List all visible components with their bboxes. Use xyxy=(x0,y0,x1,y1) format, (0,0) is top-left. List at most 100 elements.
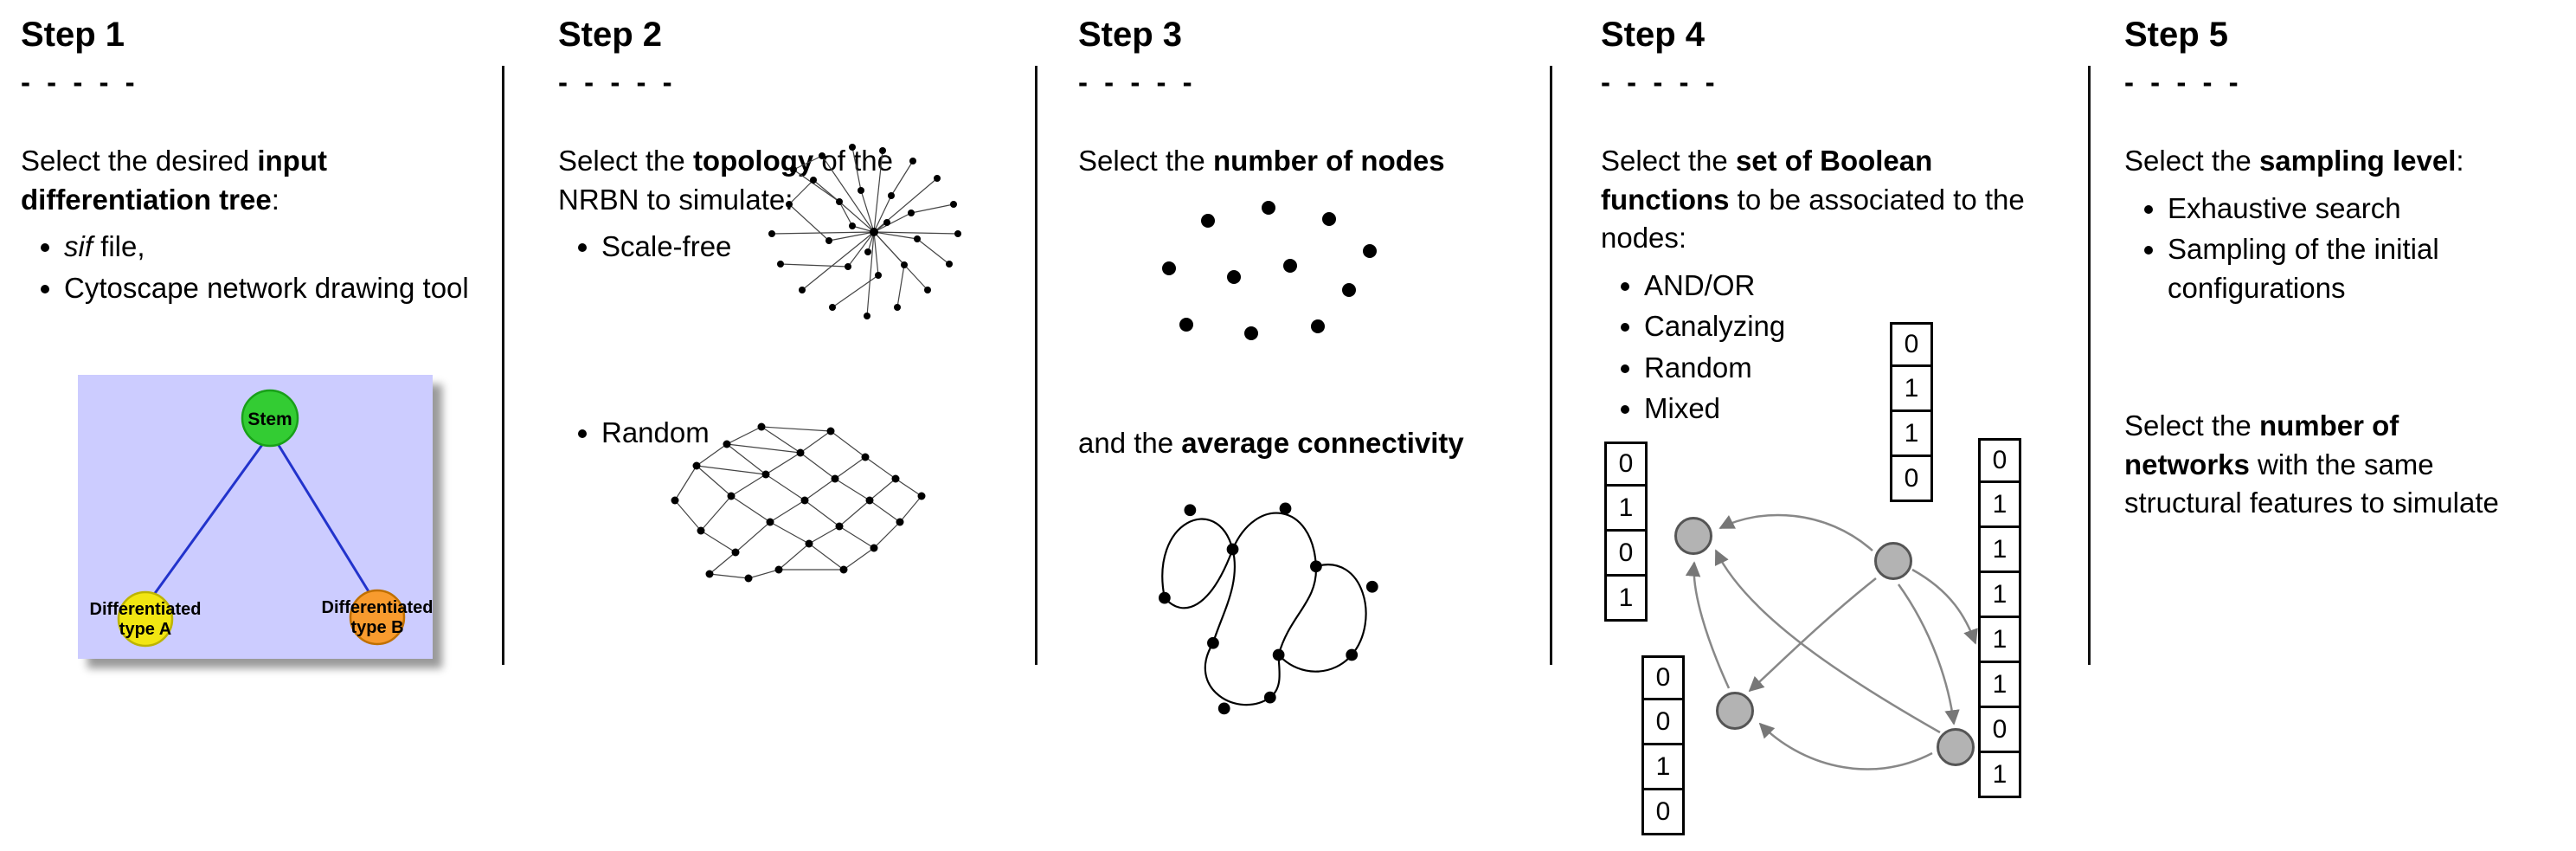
intro-text: Select the xyxy=(2124,409,2259,442)
column-divider xyxy=(1035,66,1037,665)
step4-title: Step 4 xyxy=(1601,16,1706,54)
truth-table-left: 0 1 0 1 xyxy=(1604,442,1648,622)
step1-title: Step 1 xyxy=(21,16,125,54)
list-item: Canalyzing xyxy=(1644,307,2072,346)
truth-table-top: 0 1 1 0 xyxy=(1890,322,1933,502)
intro-text: : xyxy=(271,183,279,216)
step2-title: Step 2 xyxy=(558,16,663,54)
boolean-node-2 xyxy=(1874,542,1912,580)
step2-dashes: - - - - - xyxy=(558,66,677,98)
intro-text: and the xyxy=(1078,426,1182,459)
list-item: Random xyxy=(1644,349,2072,388)
intro-text: of the NRBN to simulate: xyxy=(558,145,893,216)
truth-table-cell: 1 xyxy=(1978,753,2021,798)
truth-table-cell: 0 xyxy=(1890,457,1933,502)
type-b-label-line1: Differentiated xyxy=(322,598,433,617)
intro-bold-text: set of Boolean functions xyxy=(1601,145,1933,216)
bullet-text: file, xyxy=(93,230,145,263)
intro-text: Select the xyxy=(1078,145,1213,177)
step2-column: Step 2 - - - - - Select the topology of … xyxy=(558,16,1017,838)
step5-second-paragraph: Select the number of networks with the s… xyxy=(2124,407,2522,523)
truth-table-cell: 1 xyxy=(1890,412,1933,457)
type-a-label-line1: Differentiated xyxy=(90,600,202,619)
connectivity-graphic xyxy=(1158,502,1378,715)
truth-table-right: 0 1 1 1 1 1 0 1 xyxy=(1978,438,2021,798)
truth-table-cell: 0 xyxy=(1890,322,1933,367)
truth-table-cell: 1 xyxy=(1978,573,2021,618)
differentiation-tree-panel: Stem Differentiated type A Differentiate… xyxy=(78,375,433,659)
step3-title: Step 3 xyxy=(1078,16,1183,54)
truth-table-cell: 1 xyxy=(1890,367,1933,412)
step5-title: Step 5 xyxy=(2124,16,2229,54)
stem-node xyxy=(241,389,299,448)
truth-table-bottom-left: 0 0 1 0 xyxy=(1641,655,1685,835)
intro-bold-text: number of networks xyxy=(2124,409,2399,480)
boolean-node-4 xyxy=(1937,728,1975,766)
list-item: Scale-free xyxy=(601,228,1017,267)
boolean-node-3 xyxy=(1716,692,1754,730)
truth-table-cell: 0 xyxy=(1604,532,1648,577)
step1-dashes: - - - - - xyxy=(21,66,139,98)
truth-table-cell: 1 xyxy=(1978,528,2021,573)
step3-dashes: - - - - - xyxy=(1078,66,1197,98)
differentiation-tree-graphic: Stem Differentiated type A Differentiate… xyxy=(78,375,433,659)
intro-bold-text: input differentiation tree xyxy=(21,145,327,216)
random-network-graphic xyxy=(671,422,926,583)
intro-bold-text: sampling level xyxy=(2258,145,2457,177)
intro-text: : xyxy=(2456,145,2464,177)
list-item: sif file, xyxy=(64,228,475,267)
truth-table-cell: 0 xyxy=(1641,790,1685,835)
intro-text: Select the xyxy=(1601,145,1736,177)
step5-dashes: - - - - - xyxy=(2124,66,2243,98)
step3-line1: Select the number of nodes xyxy=(1078,142,1550,181)
nodes-dots-graphic xyxy=(1162,200,1377,340)
truth-table-cell: 1 xyxy=(1978,663,2021,708)
type-b-node xyxy=(349,589,406,646)
boolean-network-graphic: 0 1 0 1 0 1 1 0 0 0 1 0 0 1 1 1 xyxy=(1601,319,2072,851)
step4-dashes: - - - - - xyxy=(1601,66,1719,98)
truth-table-cell: 0 xyxy=(1641,655,1685,700)
step4-column: Step 4 - - - - - Select the set of Boole… xyxy=(1601,16,2072,851)
list-item: Cytoscape network drawing tool xyxy=(64,269,475,308)
step2-bullet-list-random: Random xyxy=(558,414,1017,453)
intro-text: to be associated to the nodes: xyxy=(1601,183,2025,255)
bullet-italic-text: sif xyxy=(64,230,93,263)
column-divider xyxy=(2088,66,2091,665)
column-divider xyxy=(1550,66,1552,665)
step1-column: Step 1 - - - - - Select the desired inpu… xyxy=(21,16,475,838)
truth-table-cell: 0 xyxy=(1978,708,2021,753)
intro-text: with the same structural features to sim… xyxy=(2124,448,2499,519)
scale-free-network-graphic xyxy=(768,144,961,319)
step3-column: Step 3 - - - - - Select the number of no… xyxy=(1078,16,1550,838)
intro-text: Select the xyxy=(2124,145,2259,177)
boolean-network-arrows xyxy=(1685,513,1978,770)
truth-table-cell: 0 xyxy=(1978,438,2021,483)
column-divider xyxy=(502,66,504,665)
list-item: Sampling of the initial configurations xyxy=(2168,230,2566,307)
type-a-node xyxy=(117,590,174,648)
list-item: Exhaustive search xyxy=(2168,190,2566,229)
list-item: Random xyxy=(601,414,1017,453)
intro-bold-text: average connectivity xyxy=(1181,426,1464,459)
truth-table-cell: 1 xyxy=(1604,577,1648,622)
truth-table-cell: 1 xyxy=(1641,745,1685,790)
intro-bold-text: number of nodes xyxy=(1212,145,1445,177)
list-item: AND/OR xyxy=(1644,267,2072,306)
list-item: Mixed xyxy=(1644,390,2072,429)
truth-table-cell: 1 xyxy=(1978,483,2021,528)
intro-text: Select the xyxy=(558,145,693,177)
boolean-node-1 xyxy=(1674,517,1712,555)
truth-table-cell: 1 xyxy=(1978,618,2021,663)
step3-line2: and the average connectivity xyxy=(1078,424,1550,463)
step4-intro: Select the set of Boolean functions to b… xyxy=(1601,142,2038,258)
stem-label: Stem xyxy=(247,409,292,429)
step5-column: Step 5 - - - - - Select the sampling lev… xyxy=(2124,16,2566,838)
step2-bullet-list-scalefree: Scale-free xyxy=(558,228,1017,267)
type-a-label-line2: type A xyxy=(119,620,171,639)
step5-intro: Select the sampling level: xyxy=(2124,142,2566,181)
intro-text: Select the desired xyxy=(21,145,258,177)
step2-intro: Select the topology of the NRBN to simul… xyxy=(558,142,965,219)
truth-table-cell: 0 xyxy=(1604,442,1648,487)
step5-bullet-list: Exhaustive search Sampling of the initia… xyxy=(2124,190,2566,308)
